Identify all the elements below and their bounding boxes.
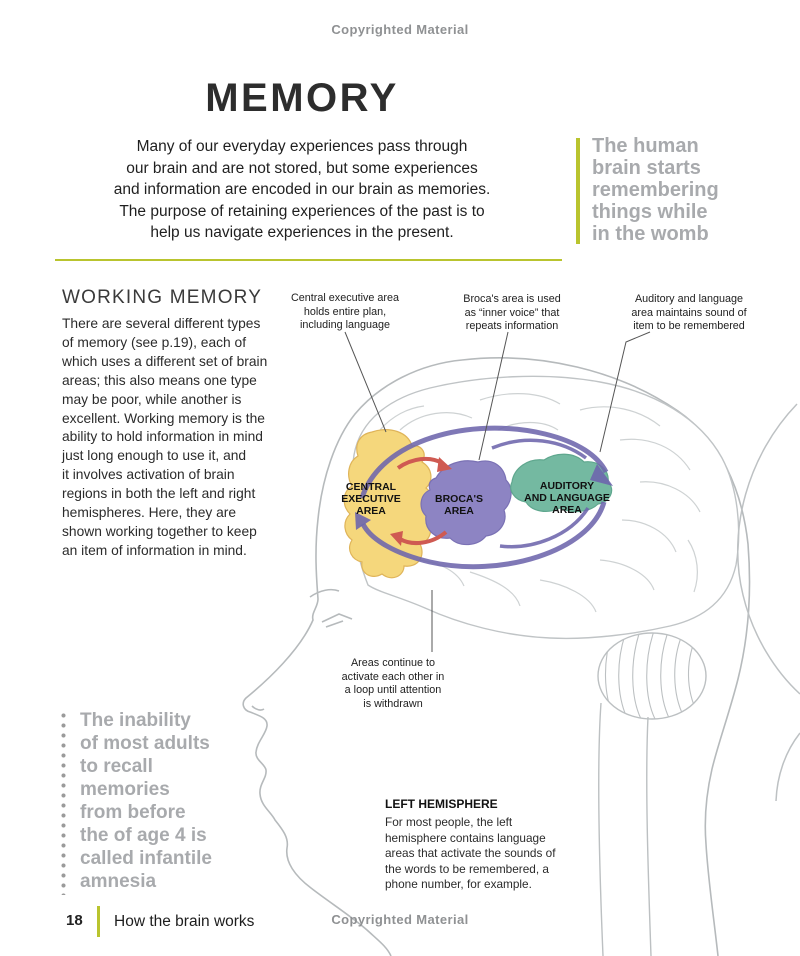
section-body-text: There are several different types of mem…: [62, 316, 268, 558]
pull-quote-womb: The human brain starts remembering thing…: [592, 135, 719, 245]
annotation-loop: Areas continue to activate each other in…: [341, 657, 445, 710]
caption-title: LEFT HEMISPHERE: [385, 797, 498, 811]
head-profile-outline: [242, 357, 751, 956]
page-title: MEMORY: [205, 76, 399, 120]
section-divider-line: [55, 259, 562, 261]
caption-body: For most people, the left hemisphere con…: [385, 815, 556, 892]
footer-accent-bar: [97, 906, 100, 937]
auditory-language-region: [510, 453, 613, 513]
annotation-auditory: Auditory and language area maintains sou…: [631, 293, 747, 332]
label-brocas-area: BROCA'S AREA: [435, 493, 483, 518]
annotation-leader-lines: [344, 331, 651, 652]
copyright-notice-top: Copyrighted Material: [331, 22, 469, 37]
brain-gyri-lines: [379, 393, 701, 613]
book-title: How the brain works: [114, 913, 255, 930]
annotation-central-executive: Central executive area holds entire plan…: [290, 292, 400, 331]
brainstem-lines: [598, 702, 652, 956]
section-heading: WORKING MEMORY: [62, 287, 263, 308]
pull-quote-amnesia: The inability of most adults to recall m…: [80, 710, 212, 892]
annotation-broca: Broca's area is used as “inner voice” th…: [463, 293, 561, 332]
broca-region: [420, 460, 512, 546]
quote-accent-line: [576, 138, 580, 244]
activation-loop-arrows: [359, 425, 609, 570]
cerebellum: [597, 632, 707, 720]
quote-dotted-line: [61, 713, 66, 895]
intro-paragraph: Many of our everyday experiences pass th…: [113, 138, 491, 241]
copyright-notice-bottom: Copyrighted Material: [331, 912, 469, 927]
page-number: 18: [66, 912, 83, 929]
loop-arrowheads: [355, 464, 613, 530]
second-head-outline: [737, 403, 800, 802]
label-auditory-language-area: AUDITORY AND LANGUAGE AREA: [524, 480, 610, 517]
label-central-executive-area: CENTRAL EXECUTIVE AREA: [341, 481, 401, 518]
central-executive-region: [343, 429, 435, 579]
red-arrowheads: [390, 457, 452, 546]
